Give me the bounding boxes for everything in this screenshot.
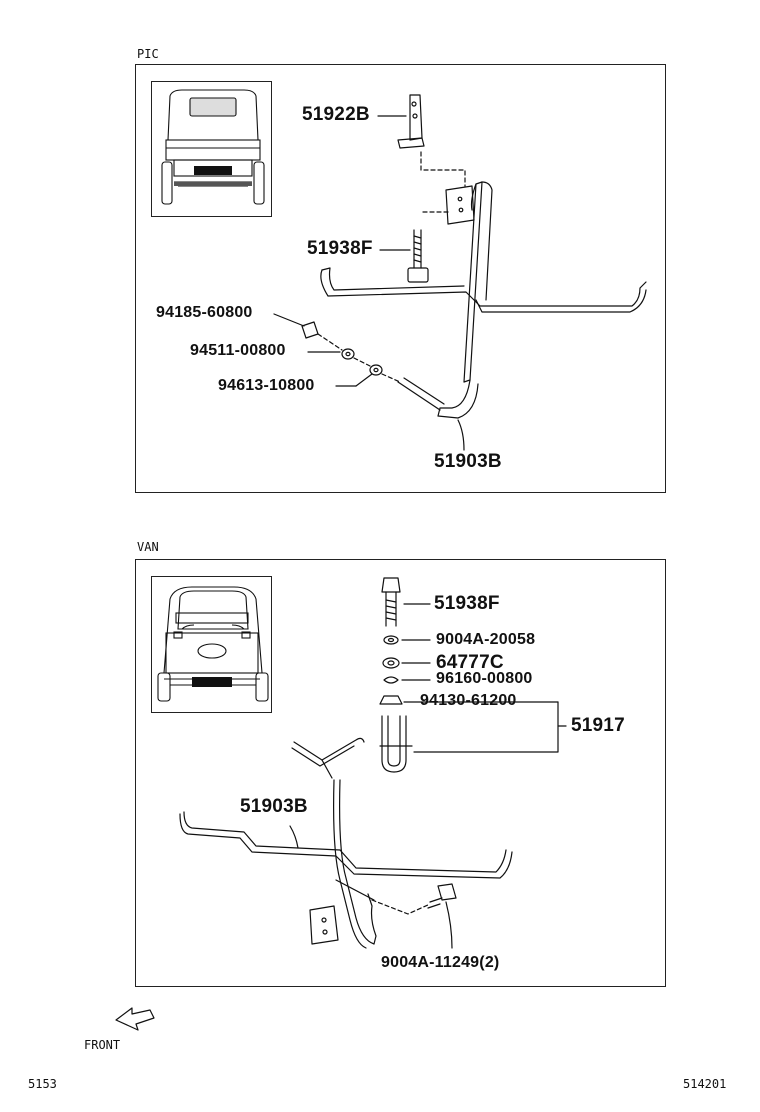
label-94613-10800: 94613-10800 [218,377,315,394]
footer-right-code: 514201 [683,1077,727,1091]
label-51917: 51917 [571,715,625,736]
label-9004a-11249: 9004A-11249(2) [381,954,500,971]
washer-64777c-icon [382,657,400,669]
label-51903b-van: 51903B [240,796,308,817]
pic-diagram-panel [135,64,666,493]
label-94130-61200: 94130-61200 [420,692,517,709]
pic-section-label: PIC [137,47,159,61]
label-94185-60800: 94185-60800 [156,304,253,321]
bolt-9004a-11249-icon [427,883,457,909]
label-51938f-pic: 51938F [307,238,373,259]
van-rear-view-icon [157,586,269,702]
label-96160-00800: 96160-00800 [436,670,533,687]
lock-washer-96160-00800-icon [383,676,399,684]
van-section-label: VAN [137,540,159,554]
bolt-51938f-icon [407,229,429,283]
label-94511-00800: 94511-00800 [190,342,286,359]
pic-vehicle-thumbnail [151,81,272,217]
label-51922b: 51922B [302,104,370,125]
bracket-51922b-icon [397,94,425,149]
front-label: FRONT [84,1038,121,1052]
footer-left-code: 5153 [28,1077,57,1091]
bolt-51938f-van-icon [381,577,401,627]
pickup-rear-view-icon [161,89,265,205]
u-bolt-51917-icon [379,715,413,773]
washer-9004a-20058-icon [383,635,399,645]
nut-94130-61200-icon [379,695,403,705]
label-51938f-van: 51938F [434,593,500,614]
carrier-tube-51903b-icon [320,181,647,419]
washer-94613-10800-icon [369,364,383,376]
label-51903b-pic: 51903B [434,451,502,472]
label-64777c: 64777C [436,652,504,673]
van-diagram-panel [135,559,666,987]
van-vehicle-thumbnail [151,576,272,713]
carrier-frame-51903b-icon [179,737,513,949]
washer-94511-00800-icon [341,348,355,360]
label-9004a-20058: 9004A-20058 [436,631,536,648]
